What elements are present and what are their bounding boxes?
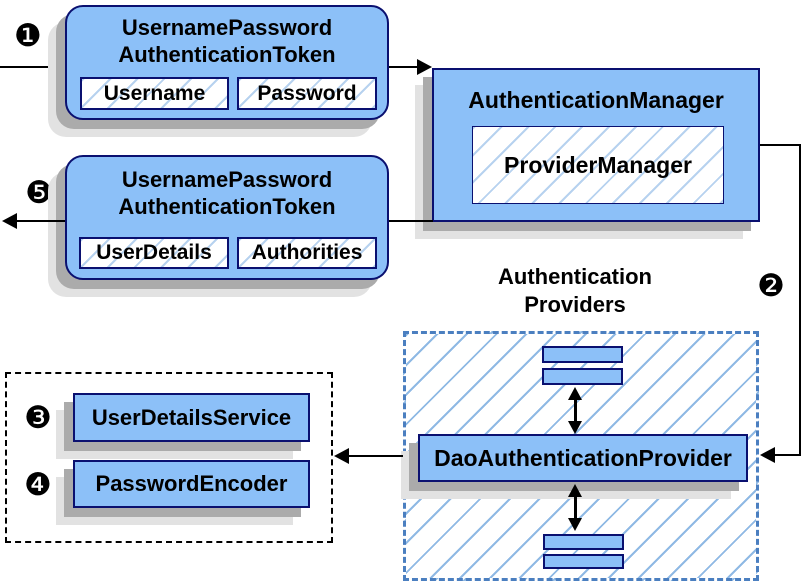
authentication-manager-box: AuthenticationManager ProviderManager: [432, 68, 760, 222]
to-dao-line: [775, 454, 801, 456]
response-token-title-line1: UsernamePassword: [121, 167, 333, 192]
step-1-badge: ❶: [14, 18, 42, 54]
arrow-left-icon: [334, 448, 349, 464]
provider-stack-bar: [543, 534, 624, 550]
password-field-box: Password: [237, 77, 377, 110]
outgoing-response-line: [14, 220, 65, 222]
manager-right-line: [760, 144, 801, 146]
provider-stack-bar: [542, 368, 623, 385]
services-container: [5, 372, 333, 543]
authorities-field-box: Authorities: [237, 237, 377, 269]
authentication-providers-label-line2: Providers: [524, 292, 626, 318]
step-5-badge: ❺: [25, 175, 53, 211]
user-details-service-box: UserDetailsService: [73, 393, 310, 442]
dao-authentication-provider-box: DaoAuthenticationProvider: [418, 434, 748, 482]
response-token-box: UsernamePassword AuthenticationToken Use…: [65, 155, 389, 280]
response-token-title-line2: AuthenticationToken: [118, 193, 336, 219]
provider-manager-box: ProviderManager: [472, 126, 724, 204]
response-token-title: UsernamePassword AuthenticationToken: [67, 167, 387, 221]
arrow-right-icon: [417, 59, 432, 75]
authentication-providers-label-line1: Authentication: [498, 264, 652, 289]
manager-down-line: [799, 144, 801, 456]
incoming-request-line: [0, 66, 65, 68]
step-3-badge: ❸: [24, 400, 52, 436]
token-to-manager-line: [389, 66, 419, 68]
step-2-badge: ❷: [757, 268, 785, 304]
arrow-left-icon: [2, 213, 17, 229]
request-token-title: UsernamePassword AuthenticationToken: [67, 15, 387, 69]
step-4-badge: ❹: [24, 467, 52, 503]
request-token-title-line1: UsernamePassword: [121, 15, 333, 40]
double-arrow-icon: [564, 387, 586, 434]
double-arrow-icon: [564, 484, 586, 531]
request-token-box: UsernamePassword AuthenticationToken Use…: [65, 5, 389, 120]
provider-stack-bar: [543, 554, 624, 569]
authentication-providers-label: Authentication Providers: [455, 263, 695, 319]
authentication-manager-title: AuthenticationManager: [468, 87, 724, 113]
provider-stack-bar: [542, 346, 623, 363]
arrow-left-icon: [760, 447, 775, 463]
userdetails-field-box: UserDetails: [79, 237, 229, 269]
password-encoder-box: PasswordEncoder: [73, 460, 310, 508]
manager-to-token-line: [389, 220, 433, 222]
dao-to-services-line: [348, 455, 403, 457]
username-field-box: Username: [80, 77, 229, 110]
request-token-title-line2: AuthenticationToken: [118, 41, 336, 67]
